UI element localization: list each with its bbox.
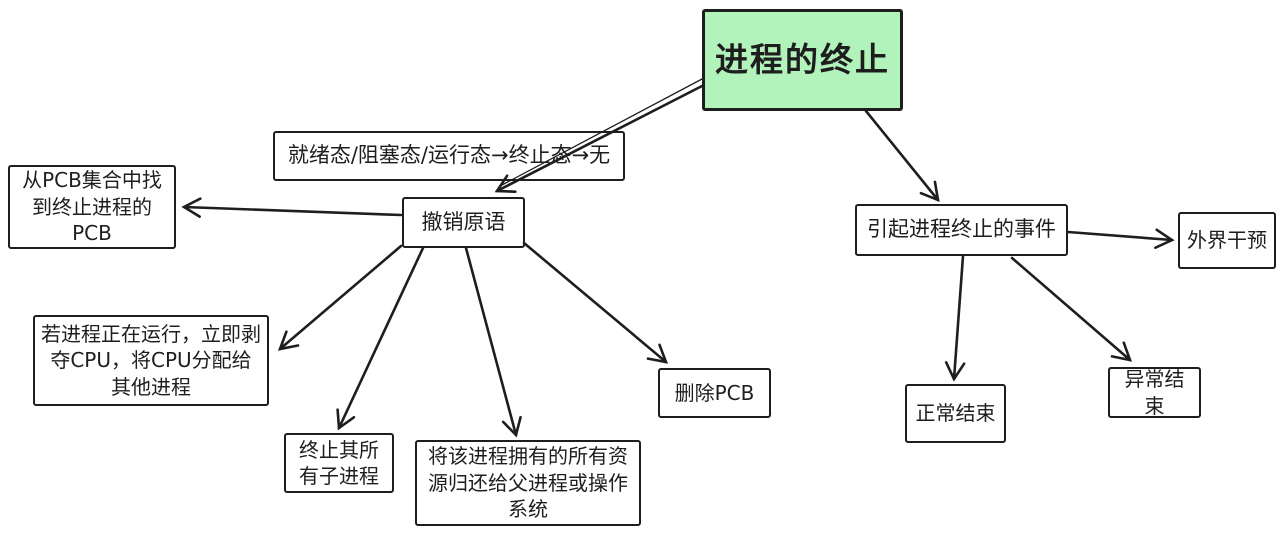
edge-revoke-to-return-resources <box>464 246 522 438</box>
node-termination-events: 引起进程终止的事件 <box>855 204 1068 256</box>
edge-revoke-to-find-pcb <box>181 197 403 218</box>
edge-revoke-to-deprive-cpu <box>277 244 403 351</box>
edge-title-to-events <box>864 109 940 203</box>
node-external-intervention: 外界干预 <box>1178 212 1276 269</box>
node-process-termination: 进程的终止 <box>702 9 903 111</box>
edge-revoke-to-terminate-children <box>336 246 425 431</box>
node-find-pcb: 从PCB集合中找 到终止进程的 PCB <box>8 165 176 249</box>
node-return-resources: 将该进程拥有的所有资 源归还给父进程或操作 系统 <box>415 440 641 526</box>
node-revoke-primitive: 撤销原语 <box>402 197 525 248</box>
node-normal-end: 正常结束 <box>905 384 1006 443</box>
node-terminate-children: 终止其所 有子进程 <box>284 433 394 493</box>
node-abnormal-end: 异常结束 <box>1108 367 1201 418</box>
node-state-transition-label: 就绪态/阻塞态/运行态→终止态→无 <box>273 131 625 181</box>
node-delete-pcb: 删除PCB <box>658 368 771 418</box>
node-deprive-cpu: 若进程正在运行，立即剥 夺CPU，将CPU分配给 其他进程 <box>33 315 269 406</box>
edge-events-to-external <box>1066 228 1175 250</box>
edge-events-to-normal-end <box>944 254 966 382</box>
edge-revoke-to-delete-pcb <box>522 241 669 364</box>
edge-events-to-abnormal-end <box>1010 256 1133 362</box>
